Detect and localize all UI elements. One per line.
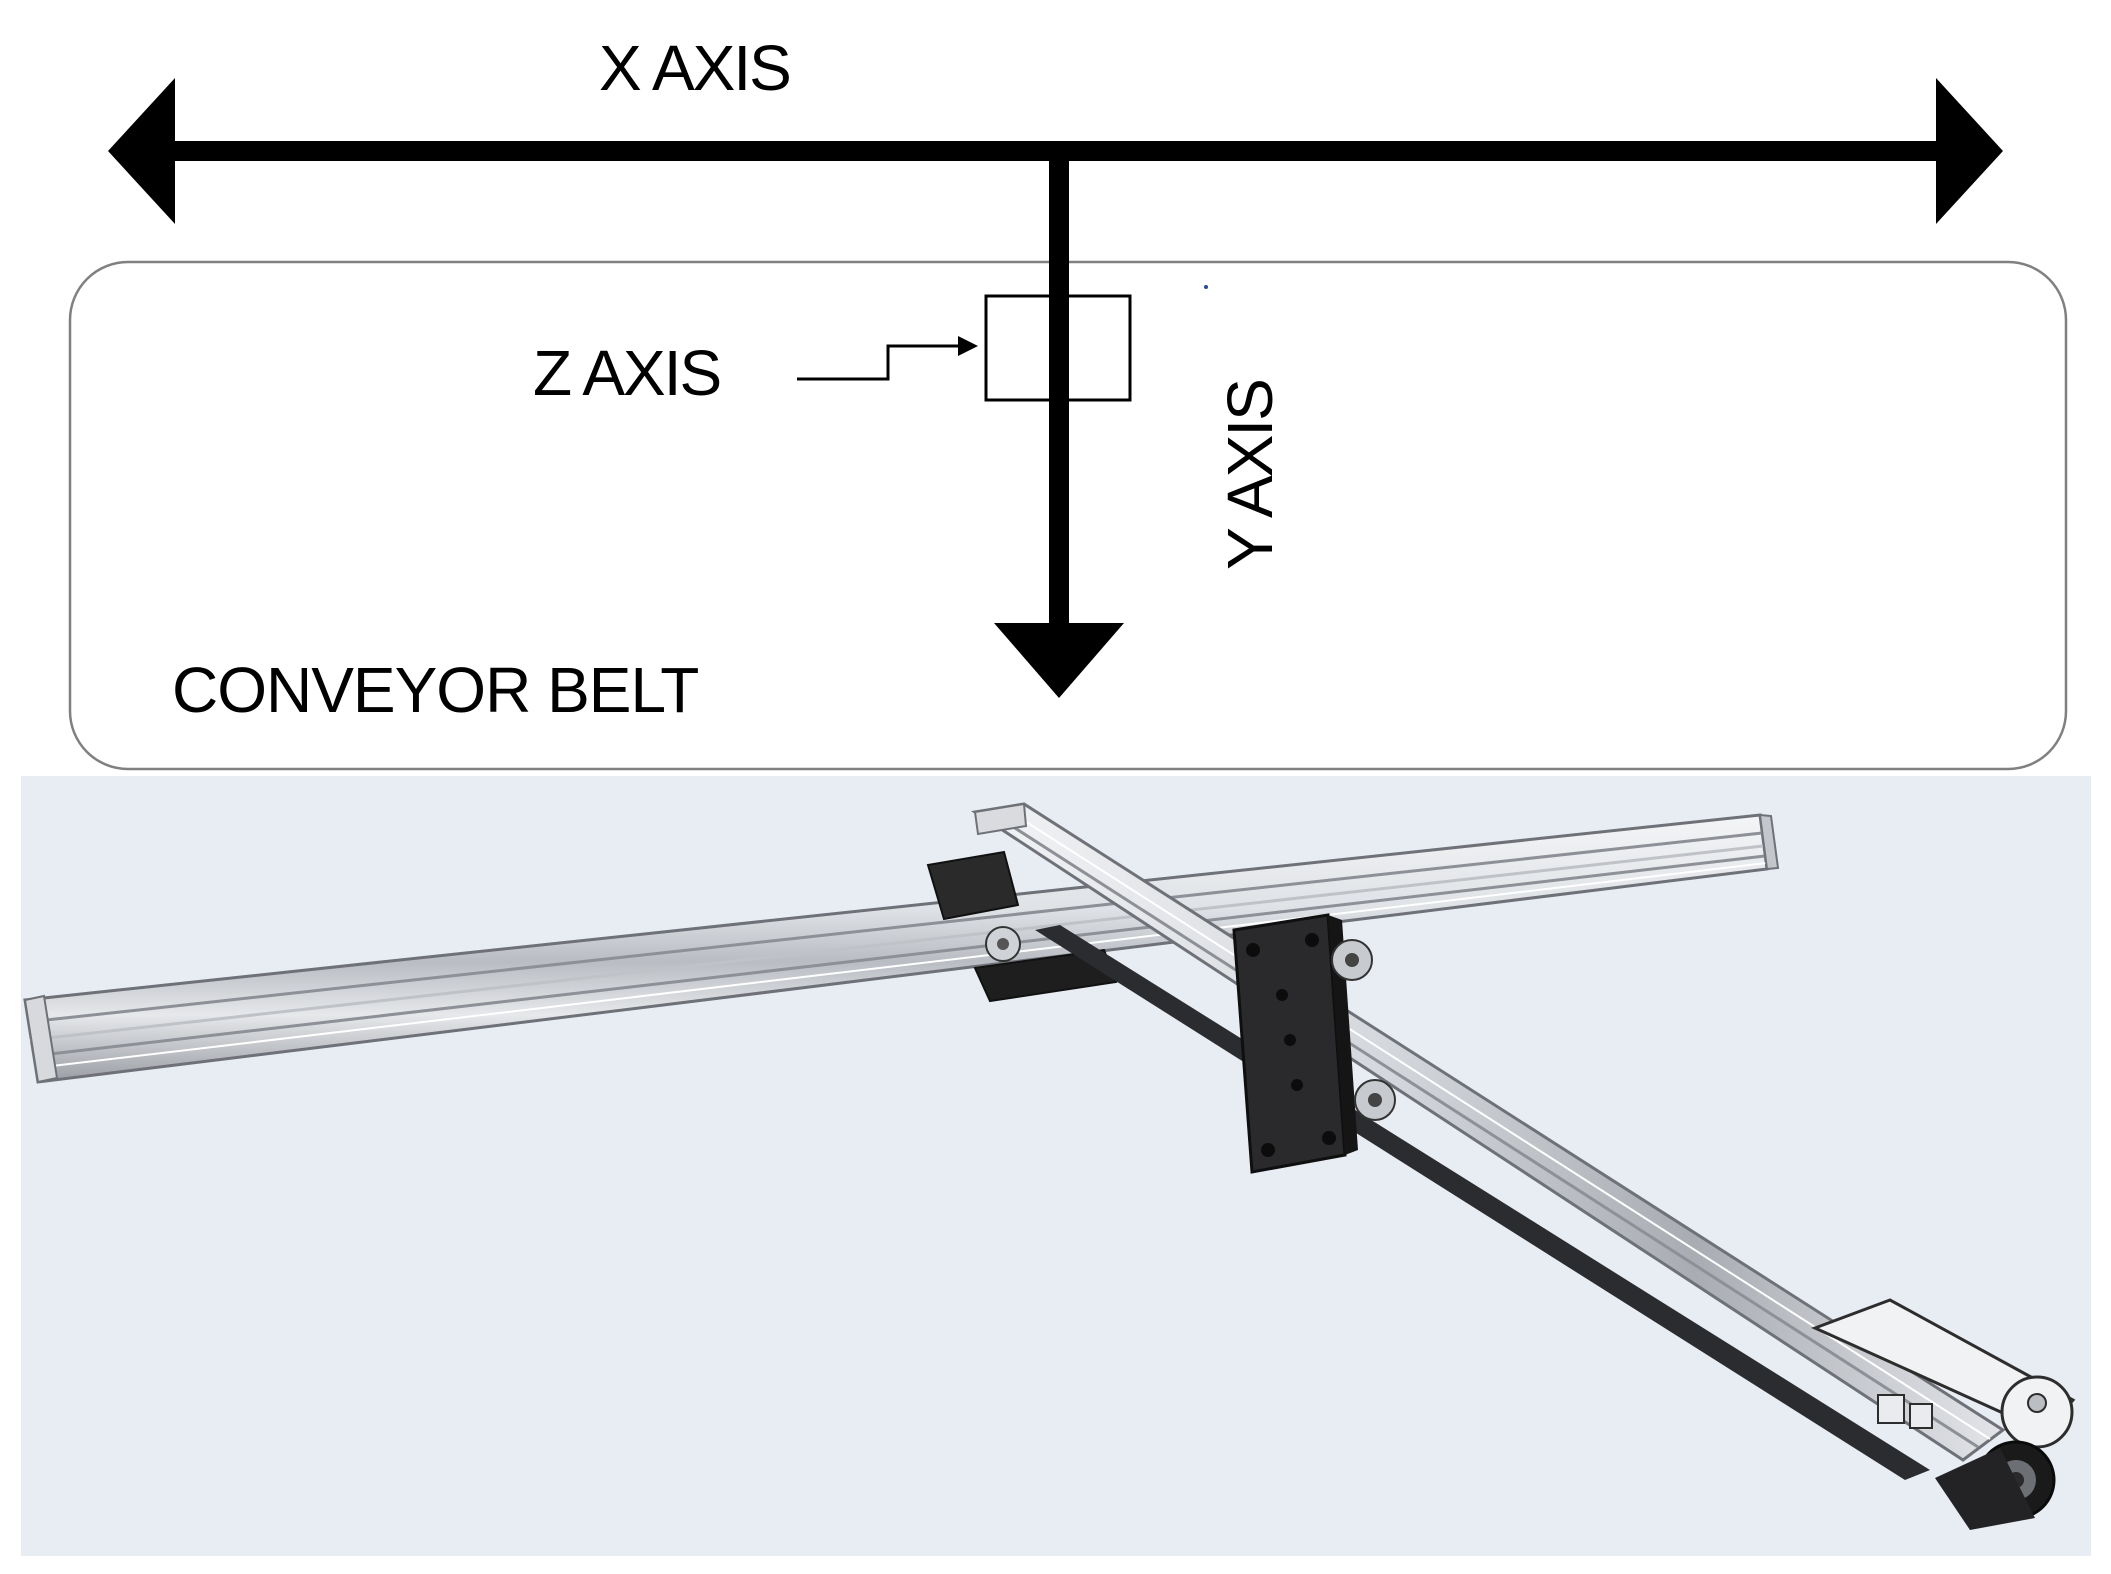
y-end-idler — [1811, 1298, 2076, 1530]
x-axis-label: X AXIS — [599, 32, 790, 104]
z-axis-label: Z AXIS — [533, 337, 720, 409]
axis-schematic: X AXIS Z AXIS Y AXIS CONVEYOR BELT — [68, 32, 2068, 771]
x-axis-right-arrowhead — [1936, 78, 2003, 224]
y-axis-label: Y AXIS — [1214, 380, 1286, 570]
conveyor-belt-label: CONVEYOR BELT — [172, 654, 698, 726]
gantry-render — [21, 776, 2091, 1556]
z-axis-leader-arrowhead — [958, 336, 978, 356]
x-carriage-bracket — [926, 850, 1118, 1003]
y-axis-arrowhead — [994, 623, 1124, 698]
x-axis-rail — [23, 813, 1780, 1084]
z-axis-leader-line — [797, 344, 960, 381]
x-axis-left-arrowhead — [108, 78, 175, 224]
z-carriage-plate — [1232, 913, 1396, 1174]
y-axis-line — [1049, 151, 1069, 629]
z-axis-carriage-box — [984, 294, 1132, 402]
stray-dot — [1204, 285, 1208, 289]
